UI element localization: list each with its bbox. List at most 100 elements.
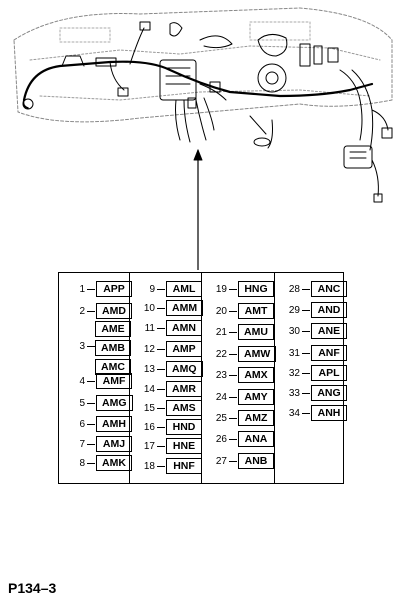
legend-row: 6 AMH (59, 416, 132, 432)
item-number: 6 (79, 418, 85, 430)
leader-dash (157, 368, 165, 370)
legend-row: 17 HNE (129, 438, 202, 454)
connector-code: HND (166, 419, 202, 435)
item-number: 33 (288, 387, 300, 399)
leader-dash (229, 353, 237, 355)
legend-row: 13 AMQ (129, 361, 203, 377)
leader-dash (229, 460, 237, 462)
leader-dash (229, 396, 237, 398)
connector-code: HNE (166, 438, 202, 454)
connector-code: AMC (95, 359, 131, 375)
connector-code: AMD (96, 303, 132, 319)
item-number: 30 (288, 325, 300, 337)
page-reference: P134–3 (8, 580, 57, 596)
connector-code: AMF (96, 373, 132, 389)
connector-code: ANH (311, 405, 347, 421)
item-number: 1 (79, 283, 85, 295)
legend-row: 24 AMY (201, 389, 274, 405)
legend-row: 9 AML (129, 281, 202, 297)
leader-dash (229, 310, 237, 312)
leader-dash (157, 388, 165, 390)
legend-row: 7 AMJ (59, 436, 132, 452)
connector-code: ANA (238, 431, 274, 447)
item-number: 25 (215, 412, 227, 424)
item-number: 8 (79, 457, 85, 469)
item-number: 29 (288, 304, 300, 316)
item-number: 11 (144, 322, 155, 334)
legend-row: 33 ANG (274, 385, 347, 401)
item-number: 28 (288, 283, 300, 295)
item-number: 17 (143, 440, 155, 452)
connector-code: AMZ (238, 410, 274, 426)
wiring-harness-illustration (13, 7, 393, 270)
connector-code: AMJ (96, 436, 132, 452)
connector-code: ANG (311, 385, 347, 401)
connector-code: AMG (96, 395, 133, 411)
item-number: 26 (215, 433, 227, 445)
item-number: 19 (215, 283, 227, 295)
connector-code: AND (311, 302, 347, 318)
item-number: 22 (215, 348, 227, 360)
leader-dash (229, 288, 237, 290)
leader-dash (157, 348, 165, 350)
item-number: 15 (143, 402, 155, 414)
leader-dash (157, 288, 165, 290)
item-number: 7 (79, 438, 85, 450)
item-number: 9 (149, 283, 155, 295)
connector-code: ANB (238, 453, 274, 469)
connector-code: AMY (238, 389, 274, 405)
leader-dash (302, 330, 310, 332)
legend-row: 29 AND (274, 302, 347, 318)
item-number: 4 (79, 375, 85, 387)
item-number: 14 (143, 383, 155, 395)
leader-dash (302, 352, 310, 354)
connector-code: AME (95, 321, 131, 337)
connector-code: AMQ (166, 361, 203, 377)
leader-dash (229, 417, 237, 419)
item-number: 31 (288, 347, 300, 359)
leader-dash (229, 374, 237, 376)
connector-code: ANF (311, 345, 347, 361)
connector-code: AML (166, 281, 202, 297)
leader-dash (87, 288, 95, 290)
item-number: 32 (288, 367, 300, 379)
legend-row: 30 ANE (274, 323, 347, 339)
legend-row: 10 AMM (129, 300, 204, 316)
legend-row: 4 AMF (59, 373, 132, 389)
connector-code: ANE (311, 323, 347, 339)
connector-code: AMN (166, 320, 202, 336)
leader-dash (229, 438, 237, 440)
connector-code: AMK (96, 455, 132, 471)
connector-code: APL (311, 365, 347, 381)
connector-code: AMM (166, 300, 204, 316)
item-number: 24 (215, 391, 227, 403)
leader-dash (157, 426, 165, 428)
leader-dash (302, 288, 310, 290)
legend-row: 3 (59, 338, 96, 354)
legend-row: 16 HND (129, 419, 202, 435)
connector-code: AMH (96, 416, 132, 432)
leader-dash (87, 380, 95, 382)
item-number: 10 (143, 302, 155, 314)
leader-dash (302, 412, 310, 414)
leader-dash (87, 345, 95, 347)
leader-dash (302, 372, 310, 374)
legend-row: 11 AMN (129, 320, 202, 336)
item-number: 13 (143, 363, 155, 375)
connector-code: AMP (166, 341, 202, 357)
item-number: 16 (143, 421, 155, 433)
